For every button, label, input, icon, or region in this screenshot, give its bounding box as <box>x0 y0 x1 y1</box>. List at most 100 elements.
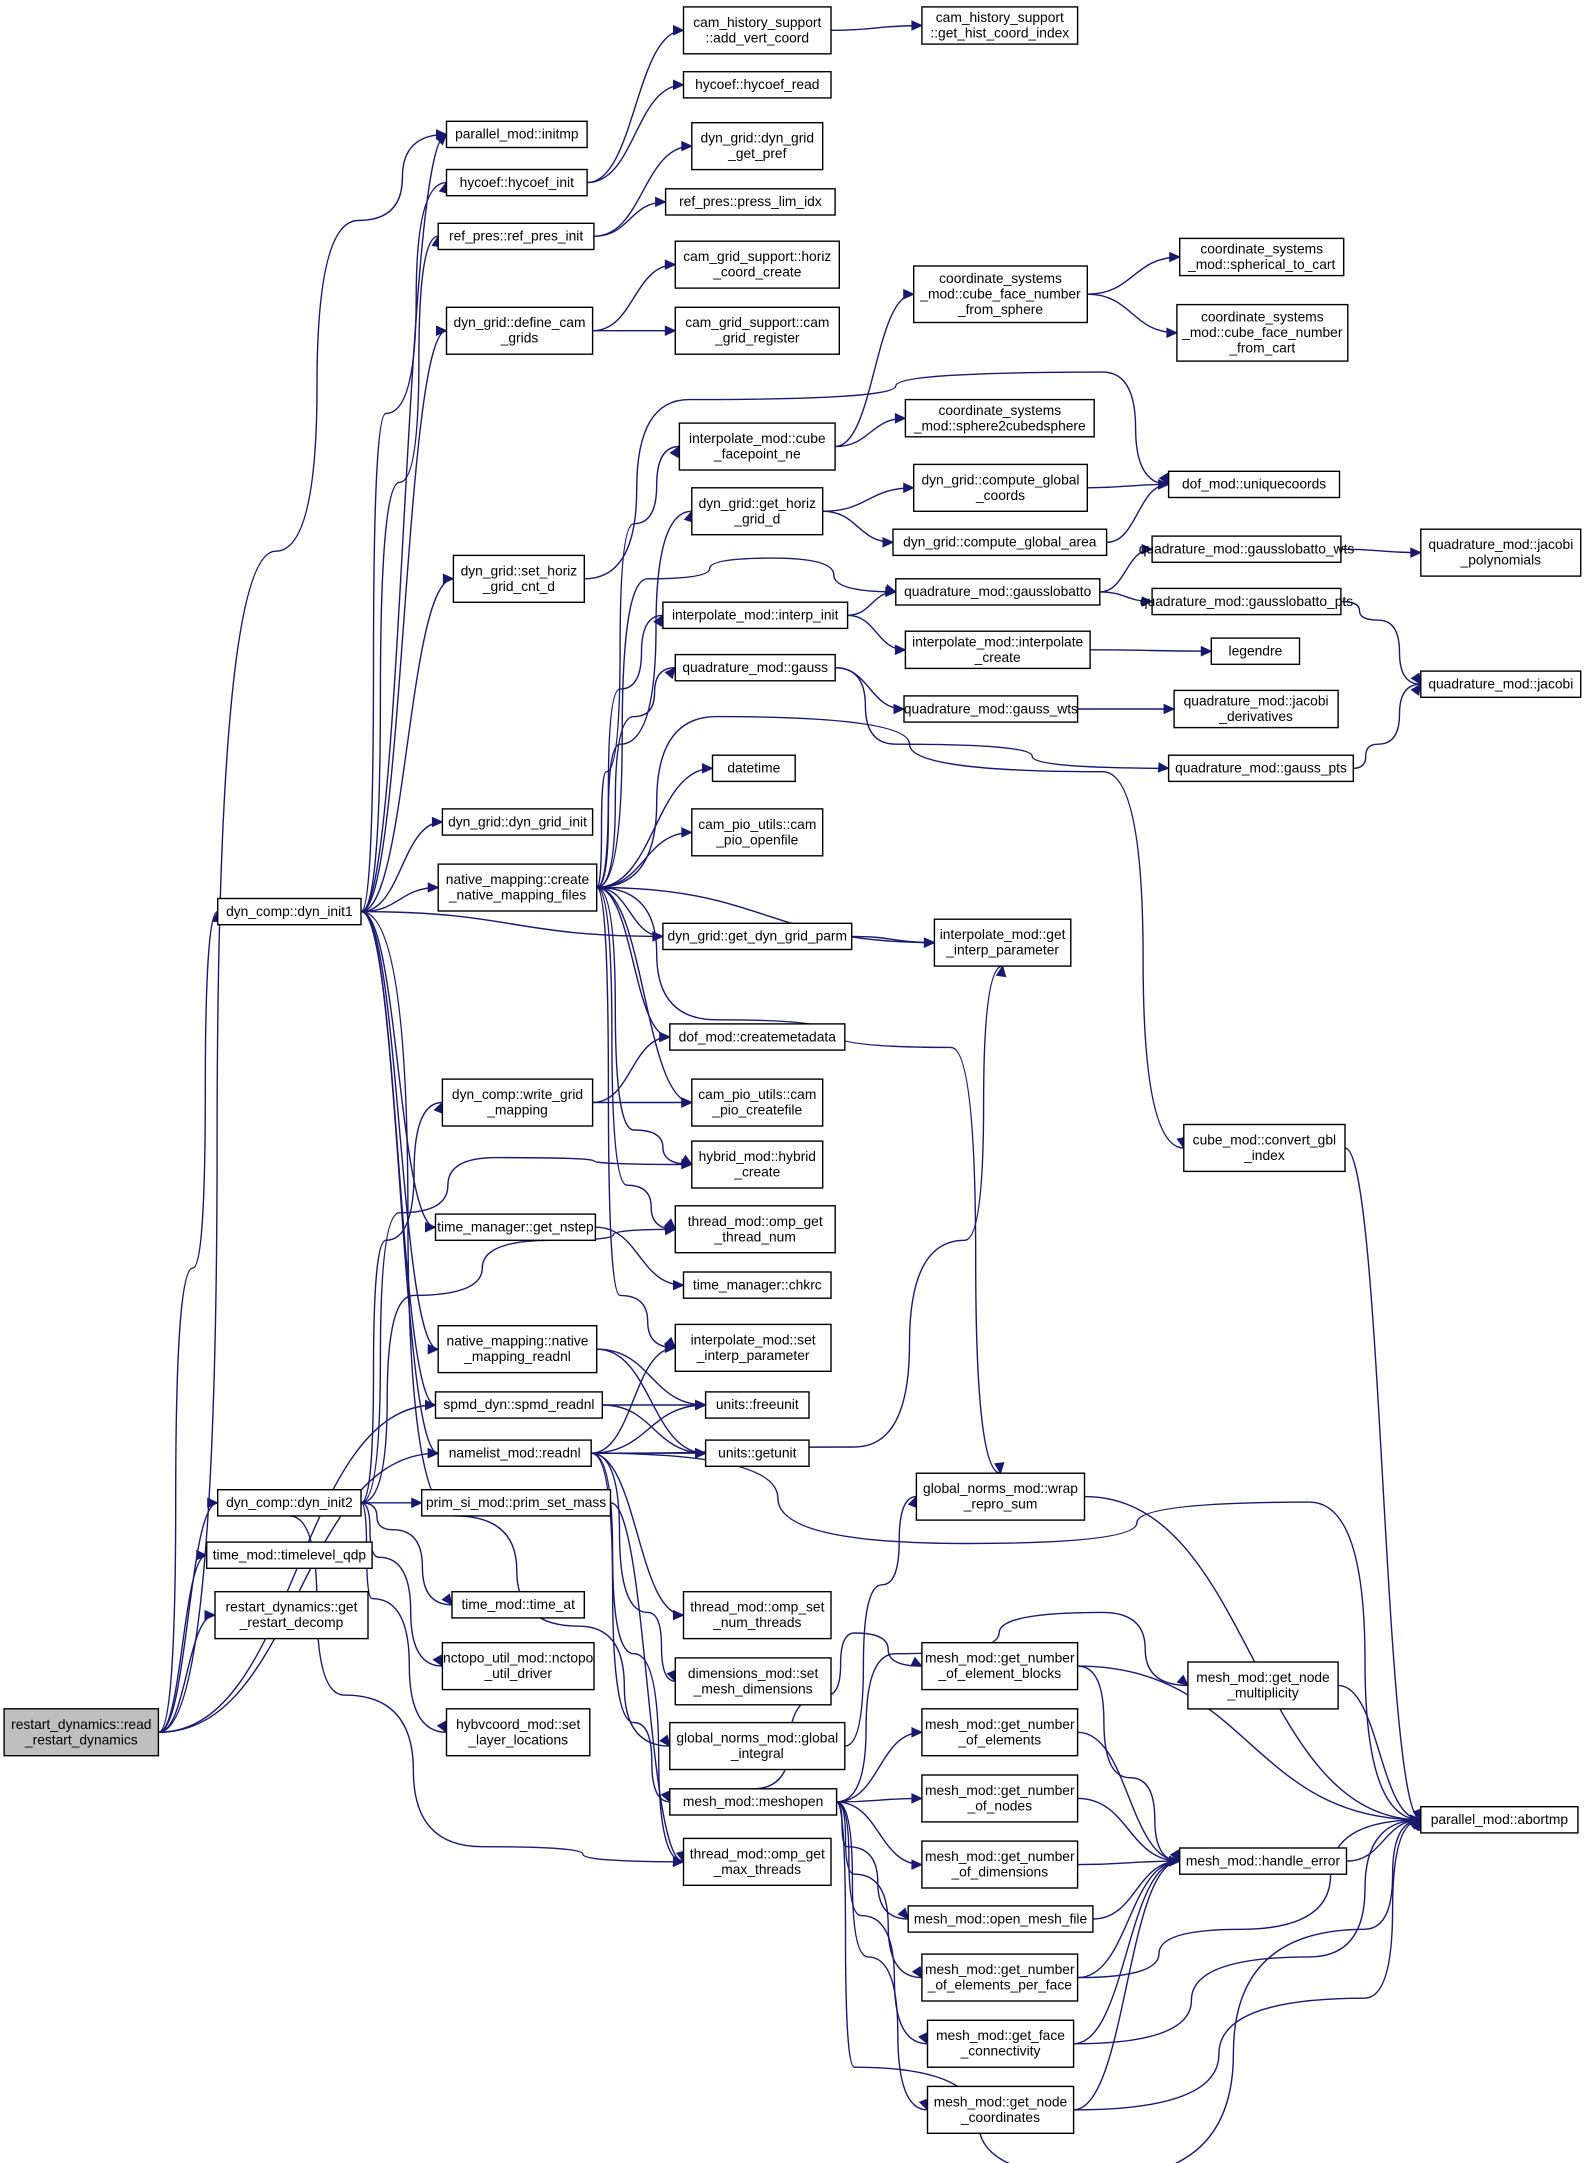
node-pio_openfile[interactable]: cam_pio_utils::cam_pio_openfile <box>691 808 824 857</box>
node-uniquecoords[interactable]: dof_mod::uniquecoords <box>1167 470 1341 499</box>
node-abortmp[interactable]: parallel_mod::abortmp <box>1420 1805 1579 1834</box>
node-sphere2cubed[interactable]: coordinate_systems_mod::sphere2cubedsphe… <box>904 398 1095 438</box>
node-quad_gauss[interactable]: quadrature_mod::gauss <box>674 653 836 682</box>
node-get_num_dims[interactable]: mesh_mod::get_number_of_dimensions <box>921 1840 1079 1889</box>
arrowhead-cube_facepoint-to-sphere2cubed <box>894 413 907 424</box>
node-set_mesh_dims[interactable]: dimensions_mod::set_mesh_dimensions <box>674 1657 832 1706</box>
node-jacobi_polynomials[interactable]: quadrature_mod::jacobi_polynomials <box>1420 528 1582 577</box>
node-cam_grid_register[interactable]: cam_grid_support::cam_grid_register <box>674 306 840 355</box>
node-label: _grid_d <box>733 511 780 526</box>
node-wrap_repro_sum[interactable]: global_norms_mod::wrap_repro_sum <box>915 1472 1086 1521</box>
node-dyn_grid_init[interactable]: dyn_grid::dyn_grid_init <box>441 808 594 836</box>
node-handle_error[interactable]: mesh_mod::handle_error <box>1178 1847 1348 1875</box>
node-ref_pres_init[interactable]: ref_pres::ref_pres_init <box>437 222 595 251</box>
edge-meshopen-to-get_node_mult <box>836 1611 1188 1803</box>
node-compute_global_coords[interactable]: dyn_grid::compute_global_coords <box>913 463 1089 512</box>
node-box <box>682 1271 832 1299</box>
node-cube_face_from_cart[interactable]: coordinate_systems_mod::cube_face_number… <box>1176 303 1349 362</box>
node-gauss_pts[interactable]: quadrature_mod::gauss_pts <box>1167 754 1354 783</box>
node-hybrid_create[interactable]: hybrid_mod::hybrid_create <box>691 1140 824 1189</box>
arrowhead-root-to-dyn_init2 <box>207 1497 219 1509</box>
node-dyn_init1[interactable]: dyn_comp::dyn_init1 <box>216 897 362 926</box>
node-write_grid[interactable]: dyn_comp::write_grid_mapping <box>441 1078 594 1127</box>
node-cube_face_from_sphere[interactable]: coordinate_systems_mod::cube_face_number… <box>913 265 1089 324</box>
node-box <box>1178 1847 1348 1875</box>
node-horiz_coord_create[interactable]: cam_grid_support::horiz_coord_create <box>674 240 840 289</box>
node-compute_global_area[interactable]: dyn_grid::compute_global_area <box>892 528 1108 557</box>
node-gauss_wts[interactable]: quadrature_mod::gauss_wts <box>903 695 1079 723</box>
node-hycoef_read[interactable]: hycoef::hycoef_read <box>682 70 832 99</box>
node-createmetadata[interactable]: dof_mod::createmetadata <box>669 1023 846 1051</box>
node-get_num_elem_per_face[interactable]: mesh_mod::get_number_of_elements_per_fac… <box>921 1953 1079 2002</box>
node-quad_jacobi[interactable]: quadrature_mod::jacobi <box>1420 670 1582 698</box>
node-box <box>1187 1661 1339 1710</box>
node-label: legendre <box>1229 643 1283 658</box>
node-prim_set_mass[interactable]: prim_si_mod::prim_set_mass <box>421 1488 612 1517</box>
node-root[interactable]: restart_dynamics::read_restart_dynamics <box>3 1708 160 1757</box>
node-timelevel_qdp[interactable]: time_mod::timelevel_qdp <box>205 1541 373 1569</box>
node-interp_init[interactable]: interpolate_mod::interp_init <box>662 601 849 630</box>
node-cube_facepoint[interactable]: interpolate_mod::cube_facepoint_ne <box>678 422 836 471</box>
node-label: time_mod::timelevel_qdp <box>213 1547 367 1562</box>
node-time_at[interactable]: time_mod::time_at <box>451 1590 586 1619</box>
node-native_readnl[interactable]: native_mapping::native_mapping_readnl <box>437 1324 598 1374</box>
node-omp_get_max_threads[interactable]: thread_mod::omp_get_max_threads <box>682 1837 832 1887</box>
node-get_dyn_grid_parm[interactable]: dyn_grid::get_dyn_grid_parm <box>662 922 853 951</box>
node-set_interp_param[interactable]: interpolate_mod::set_interp_parameter <box>674 1323 832 1373</box>
node-initmp[interactable]: parallel_mod::initmp <box>445 120 588 149</box>
node-label: mesh_mod::handle_error <box>1186 1853 1341 1868</box>
node-dyn_init2[interactable]: dyn_comp::dyn_init2 <box>216 1488 362 1517</box>
node-spherical_to_cart[interactable]: coordinate_systems_mod::spherical_to_car… <box>1178 237 1345 277</box>
arrowhead-readnl-to-freeunit <box>695 1399 707 1411</box>
node-get_num_nodes[interactable]: mesh_mod::get_number_of_nodes <box>921 1774 1079 1823</box>
node-gausslobatto_wts[interactable]: quadrature_mod::gausslobatto_wts <box>1139 535 1355 563</box>
edge-root-to-timelevel_qdp <box>158 1554 207 1733</box>
node-freeunit[interactable]: units::freeunit <box>704 1391 810 1419</box>
node-gausslobatto_pts[interactable]: quadrature_mod::gausslobatto_pts <box>1140 587 1353 616</box>
node-set_layer[interactable]: hybvcoord_mod::set_layer_locations <box>445 1708 591 1757</box>
node-omp_set_num_threads[interactable]: thread_mod::omp_set_num_threads <box>682 1590 832 1640</box>
node-nctopo[interactable]: nctopo_util_mod::nctopo_util_driver <box>441 1641 595 1691</box>
node-pio_createfile[interactable]: cam_pio_utils::cam_pio_createfile <box>691 1078 824 1127</box>
node-gausslobatto[interactable]: quadrature_mod::gausslobatto <box>895 578 1101 606</box>
node-legendre[interactable]: legendre <box>1210 637 1301 665</box>
node-define_cam_grids[interactable]: dyn_grid::define_cam_grids <box>445 306 594 355</box>
node-box <box>691 487 824 536</box>
node-spmd_readnl[interactable]: spmd_dyn::spmd_readnl <box>434 1391 604 1419</box>
node-convert_gbl_index[interactable]: cube_mod::convert_gbl_index <box>1183 1123 1346 1173</box>
node-get_interp_param[interactable]: interpolate_mod::get_interp_parameter <box>933 918 1072 967</box>
node-label: mesh_mod::meshopen <box>683 1794 823 1809</box>
node-get_node_mult[interactable]: mesh_mod::get_node_multiplicity <box>1187 1661 1339 1710</box>
edge-dyn_init1-to-set_horiz_grid <box>361 578 454 913</box>
node-open_mesh_file[interactable]: mesh_mod::open_mesh_file <box>907 1905 1094 1933</box>
node-get_face_conn[interactable]: mesh_mod::get_face_connectivity <box>926 2019 1075 2068</box>
node-set_horiz_grid[interactable]: dyn_grid::set_horiz_grid_cnt_d <box>452 554 585 604</box>
node-datetime[interactable]: datetime <box>711 754 796 783</box>
node-meshopen[interactable]: mesh_mod::meshopen <box>669 1788 838 1816</box>
node-press_lim_idx[interactable]: ref_pres::press_lim_idx <box>664 188 836 216</box>
node-get_horiz_grid_d[interactable]: dyn_grid::get_horiz_grid_d <box>691 487 824 536</box>
node-jacobi_derivatives[interactable]: quadrature_mod::jacobi_derivatives <box>1173 689 1339 729</box>
edges-layer <box>158 20 1423 2163</box>
node-global_integral[interactable]: global_norms_mod::global_integral <box>669 1721 846 1771</box>
node-readnl[interactable]: namelist_mod::readnl <box>437 1439 592 1467</box>
node-chkrc[interactable]: time_manager::chkrc <box>682 1271 832 1299</box>
node-get_restart_decomp[interactable]: restart_dynamics::get_restart_decomp <box>214 1590 369 1640</box>
node-label: dyn_grid::compute_global_area <box>903 535 1097 550</box>
node-get_nstep[interactable]: time_manager::get_nstep <box>434 1213 597 1241</box>
node-hycoef_init[interactable]: hycoef::hycoef_init <box>445 168 588 197</box>
node-box <box>926 2019 1075 2068</box>
node-omp_get_thread_num[interactable]: thread_mod::omp_get_thread_num <box>674 1205 836 1254</box>
node-get_num_elements[interactable]: mesh_mod::get_number_of_elements <box>921 1708 1079 1757</box>
node-add_vert_coord[interactable]: cam_history_support::add_vert_coord <box>682 6 832 55</box>
node-label: _index <box>1243 1148 1285 1163</box>
node-interpolate_create[interactable]: interpolate_mod::interpolate_create <box>904 630 1091 670</box>
node-native_create[interactable]: native_mapping::create_native_mapping_fi… <box>437 863 598 912</box>
edge-native_create-to-cube_facepoint <box>596 445 680 889</box>
node-getunit[interactable]: units::getunit <box>704 1439 810 1467</box>
node-get_num_elem_blocks[interactable]: mesh_mod::get_number_of_element_blocks <box>921 1641 1079 1691</box>
node-get_node_coords[interactable]: mesh_mod::get_node_coordinates <box>926 2085 1075 2134</box>
node-box <box>926 2085 1075 2134</box>
node-get_hist_coord_index[interactable]: cam_history_support::get_hist_coord_inde… <box>921 6 1079 45</box>
node-dyn_grid_get_pref[interactable]: dyn_grid::dyn_grid_get_pref <box>691 121 824 171</box>
